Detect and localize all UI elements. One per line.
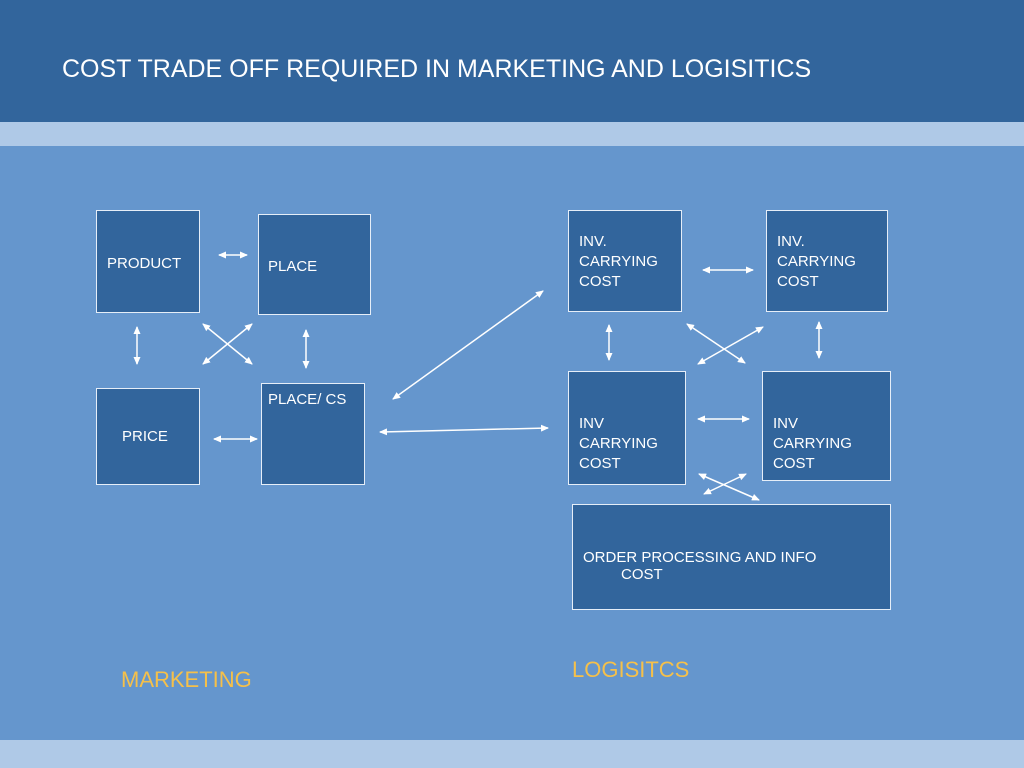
slide-title: COST TRADE OFF REQUIRED IN MARKETING AND… (62, 55, 812, 83)
inv-carrying-cost-box-mid-right: INV CARRYING COST (762, 371, 891, 481)
arrow-inv-cross-1 (686, 323, 746, 364)
place-box: PLACE (258, 214, 371, 315)
order-processing-label-line1: ORDER PROCESSING AND INFO (583, 549, 817, 566)
arrow-order-cross-2 (703, 473, 747, 495)
inv-carrying-cost-box-mid-left: INV CARRYING COST (568, 371, 686, 485)
price-label: PRICE (122, 428, 168, 445)
marketing-label: MARKETING (121, 667, 252, 692)
product-box: PRODUCT (96, 210, 200, 313)
product-label: PRODUCT (107, 255, 182, 272)
order-processing-label-line2: COST (621, 566, 663, 583)
inv-carrying-cost-label: INV. CARRYING COST (777, 233, 856, 290)
inv-carrying-cost-label: INV CARRYING COST (579, 415, 658, 472)
arrow-order-cross-1 (698, 473, 760, 501)
inv-carrying-cost-label: INV. CARRYING COST (579, 233, 658, 290)
footer-band (0, 740, 1024, 768)
price-box: PRICE (96, 388, 200, 485)
arrow-placecs-inv-mid (379, 424, 549, 436)
place-cs-box: PLACE/ CS (261, 383, 365, 485)
arrow-inv-cross-2 (697, 326, 764, 365)
arrow-placecs-inv-top (392, 290, 544, 400)
arrow-cross-2 (202, 323, 253, 365)
inv-carrying-cost-box-top-right: INV. CARRYING COST (766, 210, 888, 312)
place-label: PLACE (268, 258, 318, 275)
logistics-label: LOGISITCS (572, 657, 690, 682)
inv-carrying-cost-label: INV CARRYING COST (773, 415, 852, 472)
header-divider-band (0, 122, 1024, 146)
inv-carrying-cost-box-top-left: INV. CARRYING COST (568, 210, 682, 312)
header-bar: COST TRADE OFF REQUIRED IN MARKETING AND… (0, 0, 1024, 122)
place-cs-label: PLACE/ CS (268, 391, 347, 408)
order-processing-box: ORDER PROCESSING AND INFO COST (572, 504, 891, 610)
